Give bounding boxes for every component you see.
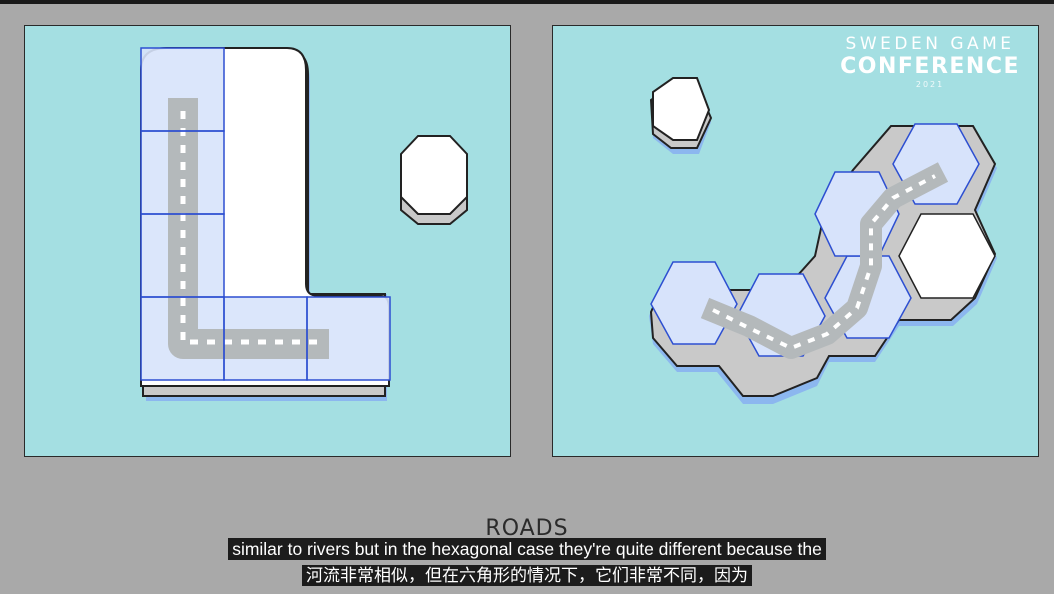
subtitle-english: similar to rivers but in the hexagonal c… xyxy=(0,538,1054,560)
logo-year: 2021 xyxy=(915,80,945,89)
section-label: ROADS xyxy=(485,516,569,541)
square-grid-panel xyxy=(24,25,511,457)
subtitle-chinese-text: 河流非常相似，但在六角形的情况下，它们非常不同，因为 xyxy=(302,565,752,586)
subtitle-chinese: 河流非常相似，但在六角形的情况下，它们非常不同，因为 xyxy=(0,565,1054,587)
logo-line-2: CONFERENCE xyxy=(840,54,1020,79)
subtitle-english-text: similar to rivers but in the hexagonal c… xyxy=(228,538,826,560)
hex-grid-illustration xyxy=(649,77,997,404)
isolated-square-tile xyxy=(400,135,468,225)
top-edge-bar xyxy=(0,0,1054,4)
conference-logo: SWEDEN GAME CONFERENCE 2021 xyxy=(840,34,1020,90)
hex-road-path xyxy=(700,162,949,359)
road-path xyxy=(168,98,329,359)
isolated-hex-tile xyxy=(649,77,713,154)
logo-line-1: SWEDEN GAME xyxy=(845,34,1015,54)
hex-grid-panel: SWEDEN GAME CONFERENCE 2021 xyxy=(552,25,1039,457)
square-grid-lines xyxy=(140,47,391,381)
square-grid-illustration xyxy=(140,47,468,401)
